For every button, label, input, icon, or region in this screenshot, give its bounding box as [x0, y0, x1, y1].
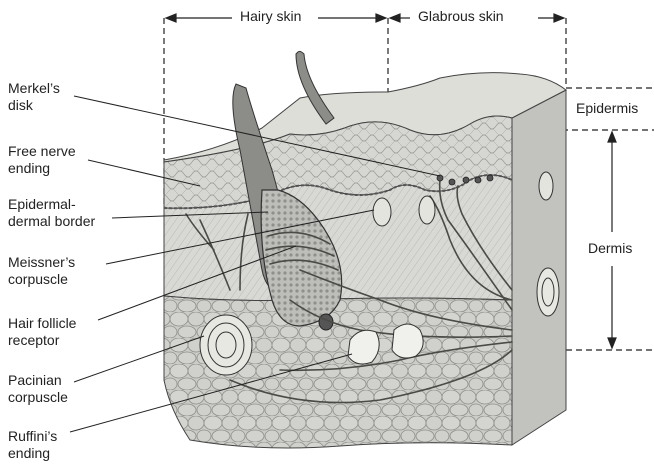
label-line: corpuscle: [8, 389, 68, 406]
label-free-nerve-ending: Free nerve ending: [8, 143, 76, 177]
label-line: receptor: [8, 332, 76, 349]
label-merkels-disk: Merkel’s disk: [8, 80, 60, 114]
region-label-hairy-skin: Hairy skin: [236, 8, 305, 24]
label-line: corpuscle: [8, 271, 75, 288]
region-label-glabrous-skin: Glabrous skin: [414, 8, 508, 24]
label-line: disk: [8, 97, 60, 114]
block-side-face: [512, 90, 566, 445]
label-hair-follicle-receptor: Hair follicle receptor: [8, 315, 76, 349]
label-line: Ruffini’s: [8, 428, 57, 445]
label-line: Pacinian: [8, 372, 68, 389]
label-ruffinis-ending: Ruffini’s ending: [8, 428, 57, 462]
label-line: dermal border: [8, 213, 95, 230]
label-line: Free nerve: [8, 143, 76, 160]
label-line: Meissner’s: [8, 254, 75, 271]
label-line: ending: [8, 445, 57, 462]
label-epidermal-dermal-border: Epidermal- dermal border: [8, 196, 95, 230]
label-line: Merkel’s: [8, 80, 60, 97]
label-line: Hair follicle: [8, 315, 76, 332]
label-line: Epidermal-: [8, 196, 95, 213]
label-meissners-corpuscle: Meissner’s corpuscle: [8, 254, 75, 288]
region-label-epidermis: Epidermis: [576, 100, 638, 116]
label-pacinian-corpuscle: Pacinian corpuscle: [8, 372, 68, 406]
label-line: ending: [8, 160, 76, 177]
region-label-dermis: Dermis: [588, 240, 632, 256]
